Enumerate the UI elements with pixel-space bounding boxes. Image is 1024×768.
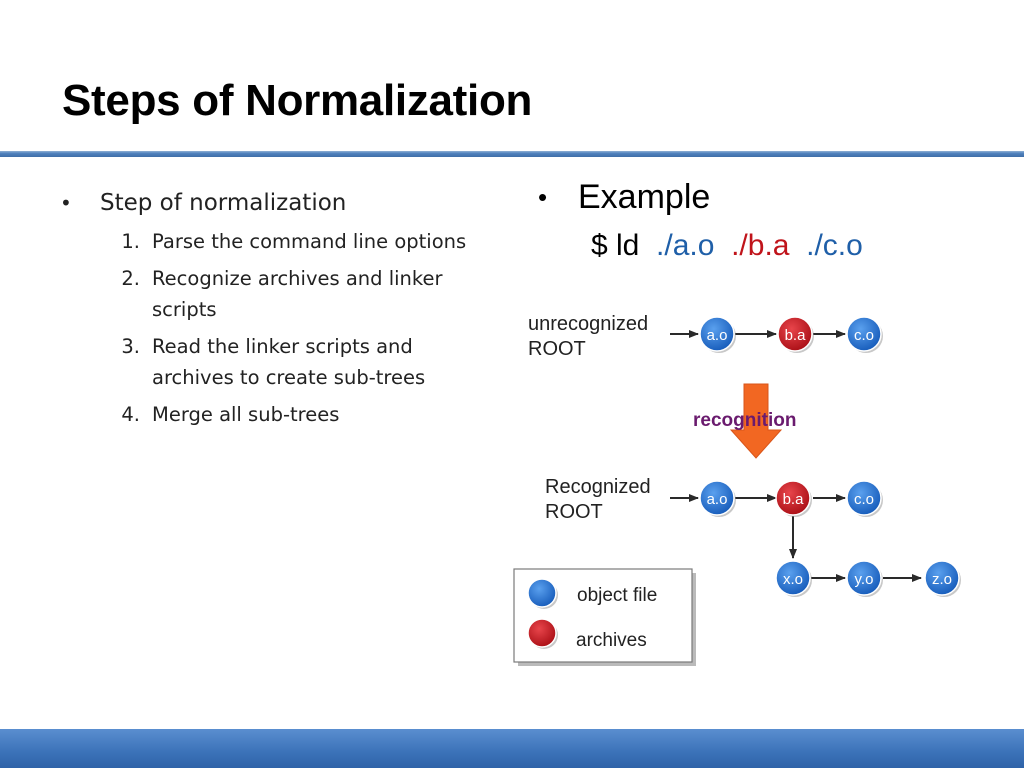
example-heading: Example <box>578 178 711 216</box>
recognized-root-label: ROOT <box>545 501 603 523</box>
step-number: 3. <box>121 335 140 358</box>
node-c-o: c.o <box>846 480 883 517</box>
command-arg-c: ./c.o <box>806 229 863 262</box>
step-item: 1. Parse the command line options <box>60 226 500 257</box>
node-c-o: c.o <box>846 316 883 353</box>
command-prefix: $ ld <box>591 229 640 262</box>
slide-title: Steps of Normalization <box>62 76 533 125</box>
recognition-arrow-icon <box>729 383 783 459</box>
left-column: • Step of normalization 1. Parse the com… <box>60 186 500 436</box>
steps-list: 1. Parse the command line options 2. Rec… <box>60 226 500 430</box>
step-item: 3. Read the linker scripts and archives … <box>60 331 500 393</box>
archive-icon <box>527 618 557 648</box>
node-label: a.o <box>707 491 728 508</box>
title-divider <box>0 151 1024 157</box>
bullet-step-of-normalization: • Step of normalization <box>60 186 500 220</box>
object-file-icon <box>527 578 557 608</box>
step-text: Parse the command line options <box>152 230 467 253</box>
command-arg-b: ./b.a <box>731 229 790 262</box>
step-number: 4. <box>121 403 140 426</box>
node-label: x.o <box>783 571 803 588</box>
node-label: z.o <box>932 571 952 588</box>
recognition-label: recognition <box>693 410 796 431</box>
step-number: 2. <box>121 267 140 290</box>
bullet-dot-icon: • <box>60 191 72 215</box>
bullet-text: Step of normalization <box>100 190 347 216</box>
node-b-a: b.a <box>775 480 812 517</box>
command-line: $ ld ./a.o ./b.a ./c.o <box>591 229 863 263</box>
command-arg-a: ./a.o <box>656 229 715 262</box>
step-item: 4. Merge all sub-trees <box>60 399 500 430</box>
footer-bar <box>0 729 1024 768</box>
legend-object-file: object file <box>527 578 657 609</box>
node-b-a: b.a <box>777 316 814 353</box>
node-x-o: x.o <box>775 560 812 597</box>
legend-label: object file <box>577 585 657 606</box>
node-a-o: a.o <box>699 316 736 353</box>
legend-archives: archives <box>527 618 647 651</box>
step-text: Recognize archives and linker scripts <box>152 267 443 321</box>
node-a-o: a.o <box>699 480 736 517</box>
unrecognized-root-label: ROOT <box>528 338 586 360</box>
node-label: b.a <box>785 327 807 344</box>
legend-label: archives <box>576 630 647 651</box>
legend-box: object file archives <box>513 568 696 666</box>
step-text: Merge all sub-trees <box>152 403 340 426</box>
step-text: Read the linker scripts and archives to … <box>152 335 426 389</box>
node-z-o: z.o <box>924 560 961 597</box>
node-label: a.o <box>707 327 728 344</box>
node-label: y.o <box>855 571 874 588</box>
bullet-dot-icon: • <box>538 182 548 212</box>
node-label: c.o <box>854 327 874 344</box>
node-label: c.o <box>854 491 874 508</box>
unrecognized-label: unrecognized <box>528 313 648 335</box>
step-item: 2. Recognize archives and linker scripts <box>60 263 500 325</box>
step-number: 1. <box>121 230 140 253</box>
node-y-o: y.o <box>846 560 883 597</box>
recognized-label: Recognized <box>545 476 651 498</box>
bullet-example: • Example <box>538 178 710 217</box>
node-label: b.a <box>783 491 805 508</box>
